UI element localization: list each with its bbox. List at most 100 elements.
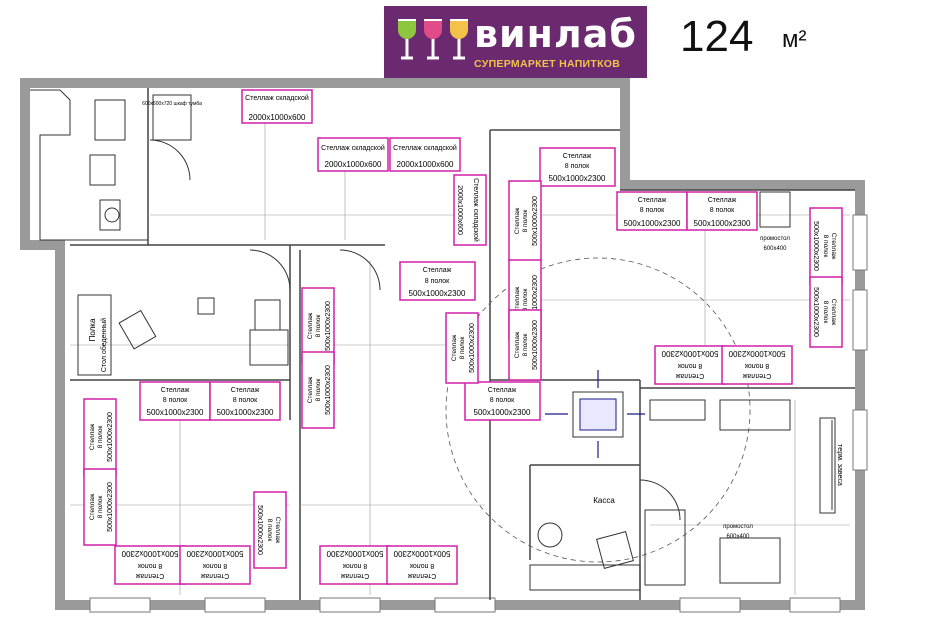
- area-unit: м²: [782, 26, 807, 53]
- rack-v-7-dim: 500x1000x2300: [107, 412, 114, 462]
- rack-store-1: Стеллаж складской 2000x1000x600: [241, 89, 313, 124]
- rack-h-9-title: Стеллаж: [200, 572, 229, 579]
- label-promostol-1: промостол: [760, 236, 790, 242]
- rack-h-12-shelves: 8 полок: [677, 362, 702, 369]
- rack-h-6-dim: 500x1000x2300: [147, 408, 204, 417]
- rack-h-4: Стеллаж 8 полок 500x1000x2300: [399, 261, 476, 301]
- wc-block: [30, 89, 192, 241]
- rack-h-4-shelves: 8 полок: [425, 278, 450, 285]
- rack-h-6-shelves: 8 полок: [163, 397, 188, 404]
- rack-v-11-title: Стеллаж: [830, 299, 837, 326]
- rack-store-2: Стеллаж складской 2000x1000x600: [317, 137, 389, 172]
- rack-v-8: Стеллаж 8 полок 500x1000x2300: [83, 468, 117, 546]
- rack-h-2-title: Стеллаж: [638, 197, 667, 204]
- rack-v-4-title: Стеллаж: [451, 334, 458, 361]
- rack-v-3-shelves: 8 полок: [522, 333, 529, 356]
- rack-v-6-dim: 500x1000x2300: [325, 365, 332, 415]
- rack-store-3-dim: 2000x1000x600: [397, 160, 454, 169]
- rack-v-11: Стеллаж 8 полок 500x1000x2300: [809, 276, 843, 348]
- rack-h-11-title: Стеллаж: [407, 572, 436, 579]
- rack-v-1-title: Стеллаж: [514, 207, 521, 234]
- rack-h-2-dim: 500x1000x2300: [624, 219, 681, 228]
- rack-v-8-shelves: 8 полок: [97, 495, 104, 518]
- rack-v-3-title: Стеллаж: [514, 331, 521, 358]
- rack-v-7-shelves: 8 полок: [97, 425, 104, 448]
- brand-name: винлаб: [474, 12, 637, 56]
- rack-store-4: Стеллаж складской 2000x1000x600: [453, 174, 487, 246]
- rack-v-5: Стеллаж 8 полок 500x1000x2300: [301, 287, 335, 365]
- rack-h-7-dim: 500x1000x2300: [217, 408, 274, 417]
- rack-h-10: Стеллаж 8 полок 500x1000x2300: [319, 545, 391, 585]
- rack-h-7-title: Стеллаж: [231, 387, 260, 394]
- rack-h-11-dim: 500x1000x2300: [393, 549, 450, 558]
- rack-v-6-shelves: 8 полок: [315, 378, 322, 401]
- rack-v-4-dim: 500x1000x2300: [469, 323, 476, 373]
- rack-v-6-title: Стеллаж: [307, 376, 314, 403]
- rack-h-7-shelves: 8 полок: [233, 397, 258, 404]
- rack-h-10-dim: 500x1000x2300: [326, 549, 383, 558]
- rack-v-8-dim: 500x1000x2300: [107, 482, 114, 532]
- rack-h-8-dim: 500x1000x2300: [121, 549, 178, 558]
- rack-h-1-shelves: 8 полок: [565, 163, 590, 170]
- interior-walls: [70, 88, 855, 600]
- label-stol: Стол обеденный: [100, 318, 108, 372]
- rack-v-8-title: Стеллаж: [89, 493, 96, 520]
- rack-v-11-shelves: 8 полок: [822, 301, 829, 324]
- rack-h-3-title: Стеллаж: [708, 197, 737, 204]
- rack-v-10-dim: 500x1000x2300: [812, 221, 819, 271]
- rack-v-9-title: Стеллаж: [274, 517, 281, 544]
- rack-h-8: Стеллаж 8 полок 500x1000x2300: [114, 545, 186, 585]
- rack-h-5: Стеллаж 8 полок 500x1000x2300: [464, 381, 541, 421]
- label-promostol-2: промостол: [723, 524, 753, 530]
- rack-h-1-dim: 500x1000x2300: [549, 174, 606, 183]
- rack-h-3: Стеллаж 8 полок 500x1000x2300: [686, 191, 758, 231]
- rack-v-11-dim: 500x1000x2300: [812, 287, 819, 337]
- rack-v-9: Стеллаж 8 полок 500x1000x2300: [253, 491, 287, 569]
- rack-h-3-shelves: 8 полок: [710, 207, 735, 214]
- rack-h-10-shelves: 8 полок: [342, 562, 367, 569]
- rack-h-6-title: Стеллаж: [161, 387, 190, 394]
- rack-v-2-title: Стеллаж: [514, 286, 521, 313]
- rack-h-13-title: Стеллаж: [742, 372, 771, 379]
- rack-v-4: Стеллаж 8 полок 500x1000x2300: [445, 312, 479, 384]
- rack-store-1-title: Стеллаж складской: [245, 94, 309, 102]
- rack-v-2-dim: 500x1000x2300: [532, 275, 539, 325]
- cashier-area: [529, 191, 836, 591]
- rack-h-1: Стеллаж 8 полок 500x1000x2300: [539, 147, 616, 187]
- rack-h-6: Стеллаж 8 полок 500x1000x2300: [139, 381, 211, 421]
- label-term: терм. завеса: [836, 444, 843, 486]
- rack-v-10: Стеллаж 8 полок 500x1000x2300: [809, 207, 843, 285]
- rack-v-10-shelves: 8 полок: [822, 235, 829, 258]
- rack-h-13-dim: 500x1000x2300: [728, 349, 785, 358]
- area-value: 124: [680, 12, 754, 61]
- rack-store-2-title: Стеллаж складской: [321, 144, 385, 152]
- rack-v-10-title: Стеллаж: [830, 233, 837, 260]
- store-racks: Стеллаж складской 2000x1000x600 Стеллаж …: [241, 89, 461, 172]
- rack-v-7-title: Стеллаж: [89, 423, 96, 450]
- rack-v-5-dim: 500x1000x2300: [325, 301, 332, 351]
- rack-h-11: Стеллаж 8 полок 500x1000x2300: [386, 545, 458, 585]
- rack-v-4-shelves: 8 полок: [459, 336, 466, 359]
- rack-v-9-shelves: 8 полок: [266, 519, 273, 542]
- rack-v-7: Стеллаж 8 полок 500x1000x2300: [83, 398, 117, 476]
- rack-h-5-dim: 500x1000x2300: [474, 408, 531, 417]
- rack-h-4-title: Стеллаж: [423, 267, 452, 274]
- rack-v-2-shelves: 8 полок: [522, 288, 529, 311]
- rack-store-4-title: Стеллаж складской: [472, 178, 480, 242]
- rack-h-13: Стеллаж 8 полок 500x1000x2300: [721, 345, 793, 385]
- rack-h-5-title: Стеллаж: [488, 387, 517, 394]
- label-kassa: Касса: [593, 496, 615, 505]
- label-promostol-1-dim: 600x400: [763, 246, 787, 252]
- brand-logo: винлаб СУПЕРМАРКЕТ НАПИТКОВ: [384, 6, 647, 78]
- rack-h-1-title: Стеллаж: [563, 153, 592, 160]
- rack-h-9-dim: 500x1000x2300: [186, 549, 243, 558]
- rack-h-12: Стеллаж 8 полок 500x1000x2300: [654, 345, 726, 385]
- rack-v-3: Стеллаж 8 полок 500x1000x2300: [508, 309, 542, 381]
- rack-v-5-shelves: 8 полок: [315, 314, 322, 337]
- arrows: [545, 370, 645, 458]
- windows: [89, 214, 868, 613]
- rack-h-2: Стеллаж 8 полок 500x1000x2300: [616, 191, 688, 231]
- sensor-circle: [445, 257, 751, 563]
- rack-h-9: Стеллаж 8 полок 500x1000x2300: [179, 545, 251, 585]
